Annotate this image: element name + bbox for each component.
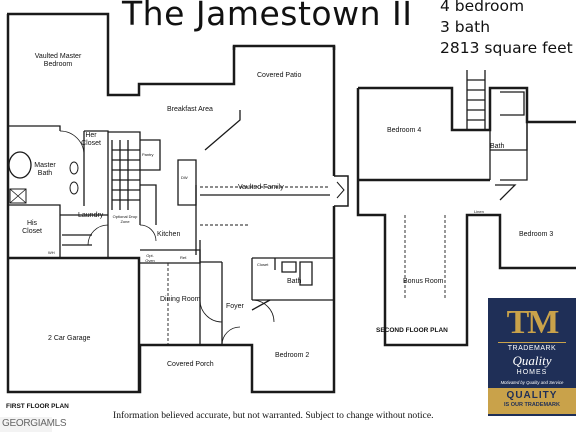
room-her-closet: Her Closet <box>81 132 101 147</box>
logo-tagline: IS OUR TRADEMARK <box>504 402 560 408</box>
watermark-text: GEORGIAMLS <box>2 418 67 429</box>
room-master-bath: Master Bath <box>34 162 56 177</box>
logo-tm-mark: TM <box>506 304 560 341</box>
room-bedroom-4: Bedroom 4 <box>387 127 422 134</box>
room-laundry: Laundry <box>78 212 104 219</box>
room-dw: DW <box>181 175 188 180</box>
logo-homes: HOMES <box>516 369 548 376</box>
first-floor-caption: FIRST FLOOR PLAN <box>6 403 69 410</box>
room-bonus-room: Bonus Room <box>403 278 444 285</box>
plan-specs: 4 bedroom 3 bath 2813 square feet <box>440 0 573 59</box>
room-vaulted-family: Vaulted Family <box>238 184 284 191</box>
logo-quality: QUALITY <box>506 390 558 401</box>
room-optional-drop-zone: Optional Drop Zone <box>112 214 138 224</box>
logo-motto: Motivated by Quality and Service <box>500 380 564 385</box>
spec-sqft: 2813 square feet <box>440 39 573 57</box>
spec-baths: 3 bath <box>440 18 491 36</box>
georgiamls-watermark: GEORGIAMLS <box>0 417 67 432</box>
room-vaulted-master-bedroom: Vaulted Master Bedroom <box>34 53 82 68</box>
room-foyer: Foyer <box>226 303 244 310</box>
plan-title: The Jamestown II <box>122 0 413 33</box>
room-covered-porch: Covered Porch <box>167 361 214 368</box>
logo-brand: TRADEMARK <box>507 345 557 352</box>
logo-gold-band <box>488 388 576 414</box>
room-linen: Linen <box>474 209 484 214</box>
room-kitchen: Kitchen <box>157 231 181 238</box>
room-bath-second-floor: Bath <box>490 143 505 150</box>
room-covered-patio: Covered Patio <box>257 72 302 79</box>
room-bedroom-2: Bedroom 2 <box>275 352 310 359</box>
room-breakfast-area: Breakfast Area <box>167 106 213 113</box>
second-floor-caption: SECOND FLOOR PLAN <box>376 327 448 334</box>
room-bedroom-3: Bedroom 3 <box>519 231 554 238</box>
room-opt-oven: Opt. Oven <box>145 253 155 263</box>
trademark-homes-logo: TM TRADEMARK Quality HOMES Motivated by … <box>488 298 576 416</box>
room-2-car-garage: 2 Car Garage <box>48 335 91 342</box>
room-wh: WH <box>48 250 55 255</box>
logo-quality-script: Quality <box>512 353 552 368</box>
second-floor-walls <box>356 86 576 347</box>
logo-divider <box>498 342 566 343</box>
room-closet: Closet <box>257 262 269 267</box>
room-pantry: Pantry <box>142 152 154 157</box>
first-floor-walls <box>6 12 336 394</box>
disclaimer-text: Information believed accurate, but not w… <box>113 410 434 421</box>
spec-bedrooms: 4 bedroom <box>440 0 525 15</box>
room-ref: Ref. <box>180 255 188 260</box>
room-dining-room: Dining Room <box>160 296 201 303</box>
room-his-closet: His Closet <box>22 220 42 235</box>
room-bath-first-floor: Bath <box>287 278 302 285</box>
